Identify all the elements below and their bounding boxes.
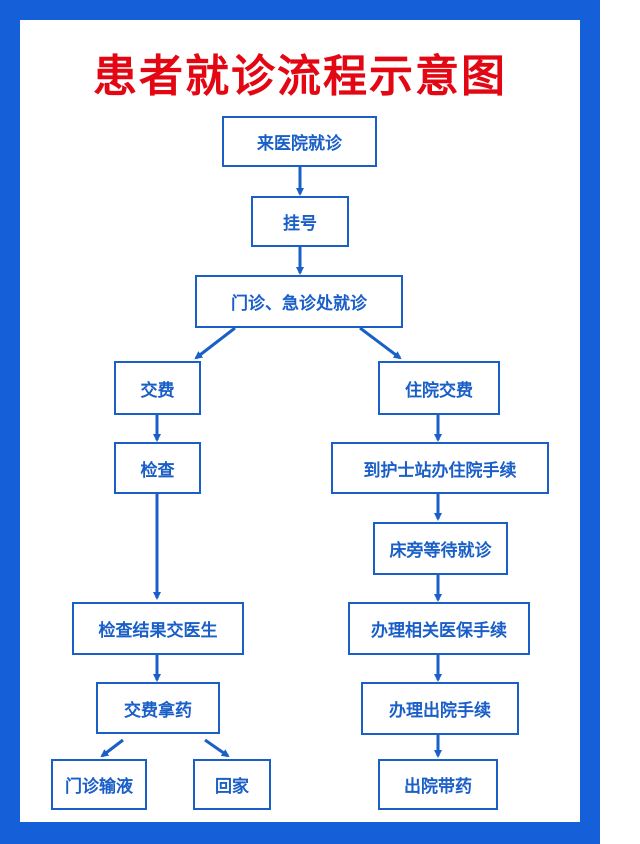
node-infusion: 门诊输液 xyxy=(51,759,147,810)
poster-title: 患者就诊流程示意图 xyxy=(93,51,507,102)
node-nurse-station: 到护士站办住院手续 xyxy=(331,442,549,494)
node-inpatient-pay: 住院交费 xyxy=(378,361,500,415)
node-results: 检查结果交医生 xyxy=(72,602,244,655)
node-home: 回家 xyxy=(193,759,271,810)
node-register: 挂号 xyxy=(251,196,349,247)
node-clinic: 门诊、急诊处就诊 xyxy=(195,275,403,328)
node-exam: 检查 xyxy=(114,442,201,494)
node-insurance: 办理相关医保手续 xyxy=(348,602,530,655)
arrow-clinic-pay xyxy=(194,326,236,360)
arrow-paymed-home xyxy=(204,738,230,758)
node-pay-medicine: 交费拿药 xyxy=(96,682,220,734)
arrow-paymed-infusion xyxy=(100,738,124,758)
arrow-clinic-inpatient xyxy=(359,326,402,360)
node-pay: 交费 xyxy=(114,361,201,415)
node-discharge: 办理出院手续 xyxy=(361,682,519,735)
node-arrive: 来医院就诊 xyxy=(222,116,377,167)
node-bedside: 床旁等待就诊 xyxy=(373,522,508,575)
node-discharge-medicine: 出院带药 xyxy=(378,759,498,810)
